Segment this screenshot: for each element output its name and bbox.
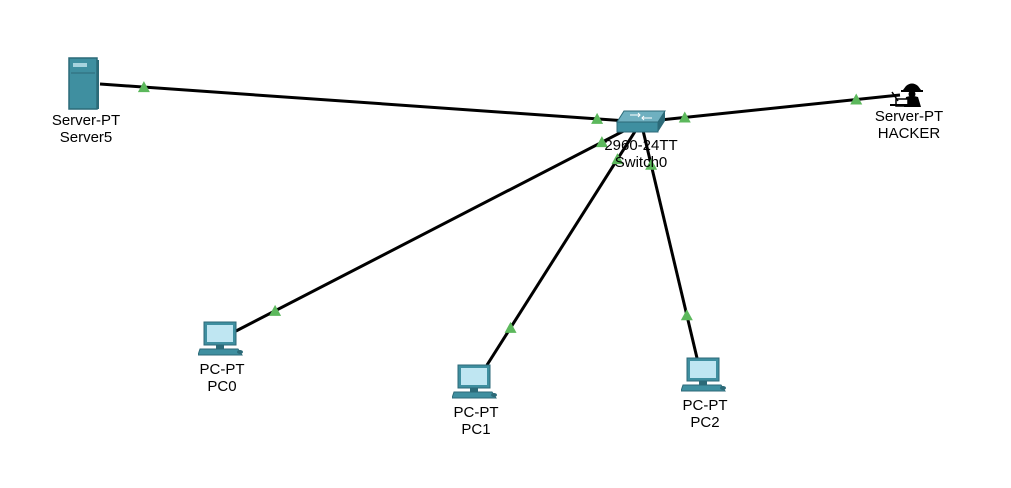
link-switch0-hacker[interactable] bbox=[640, 93, 901, 124]
switch-icon bbox=[616, 110, 666, 133]
link-status-indicator-hacker bbox=[850, 93, 863, 105]
pc1-device[interactable] bbox=[451, 363, 500, 401]
pc-icon bbox=[197, 321, 243, 356]
link-server5-switch0[interactable] bbox=[99, 82, 642, 124]
link-status-indicator-server5 bbox=[137, 81, 150, 93]
pc2-device[interactable] bbox=[680, 356, 729, 394]
server5-model: Server-PT bbox=[51, 112, 121, 129]
pc-icon bbox=[451, 364, 497, 399]
hacker-icon bbox=[890, 83, 923, 107]
link-status-indicator-switch0 bbox=[611, 153, 624, 165]
link-status-indicator-switch0 bbox=[595, 136, 608, 148]
link-switch0-pc0[interactable] bbox=[235, 120, 642, 333]
pc0-label: PC-PT PC0 bbox=[200, 361, 245, 395]
switch0-device[interactable] bbox=[616, 109, 666, 135]
link-status-indicator-switch0 bbox=[591, 112, 604, 124]
server-icon bbox=[68, 57, 99, 110]
pc-icon bbox=[680, 357, 726, 392]
link-status-indicator-switch0 bbox=[678, 111, 691, 123]
link-status-indicator-pc1 bbox=[504, 321, 517, 333]
server5-device[interactable] bbox=[66, 57, 100, 111]
hacker-device[interactable] bbox=[888, 82, 926, 108]
pc0-device[interactable] bbox=[197, 320, 246, 358]
link-status-indicator-pc0 bbox=[269, 304, 282, 316]
switch0-label: 2960-24TT Switch0 bbox=[604, 137, 677, 171]
hacker-model: Server-PT bbox=[874, 108, 944, 125]
pc0-model: PC-PT bbox=[199, 361, 245, 378]
server5-label: Server-PT Server5 bbox=[52, 112, 120, 146]
switch0-name: Switch0 bbox=[614, 154, 668, 171]
pc1-model: PC-PT bbox=[453, 404, 499, 421]
link-status-indicator-switch0 bbox=[645, 158, 658, 170]
pc0-name: PC0 bbox=[207, 378, 237, 395]
pc1-label: PC-PT PC1 bbox=[454, 404, 499, 438]
pc2-model: PC-PT bbox=[682, 397, 728, 414]
switch0-model: 2960-24TT bbox=[604, 137, 678, 154]
server5-name: Server5 bbox=[59, 129, 113, 146]
hacker-name: HACKER bbox=[877, 125, 941, 142]
link-status-indicator-pc2 bbox=[680, 309, 693, 321]
pc2-name: PC2 bbox=[690, 414, 720, 431]
hacker-label: Server-PT HACKER bbox=[875, 108, 943, 142]
pc1-name: PC1 bbox=[461, 421, 491, 438]
pc2-label: PC-PT PC2 bbox=[683, 397, 728, 431]
